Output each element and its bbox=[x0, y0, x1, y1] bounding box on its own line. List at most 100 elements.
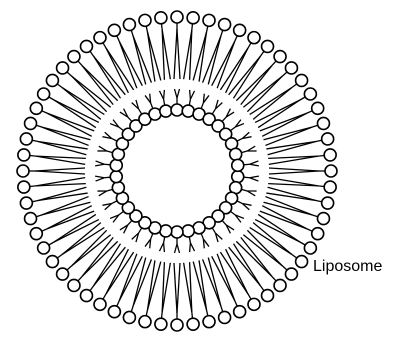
phospholipid-head bbox=[312, 228, 324, 240]
lipid-tail bbox=[269, 171, 319, 174]
outer-phospholipid bbox=[212, 254, 246, 318]
lipid-tail bbox=[264, 127, 312, 140]
phospholipid-head bbox=[219, 19, 231, 31]
lipid-tail bbox=[35, 171, 85, 174]
inner-phospholipid bbox=[159, 90, 171, 117]
phospholipid-head bbox=[248, 32, 260, 44]
lipid-tail bbox=[234, 56, 261, 98]
phospholipid-head bbox=[285, 62, 297, 74]
phospholipid-head bbox=[94, 298, 106, 310]
lipid-tail bbox=[243, 235, 282, 266]
lipid-tail bbox=[190, 243, 191, 252]
inner-phospholipid bbox=[95, 159, 122, 171]
lipid-tail bbox=[250, 164, 259, 166]
phospholipid-head bbox=[325, 165, 337, 177]
outer-phospholipid bbox=[46, 223, 104, 268]
lipid-tail bbox=[54, 220, 99, 242]
phospholipid-head bbox=[171, 104, 183, 116]
phospholipid-head bbox=[20, 197, 32, 209]
phospholipid-head bbox=[317, 213, 329, 225]
lipid-tail bbox=[229, 56, 261, 95]
lipid-tail bbox=[236, 65, 272, 100]
outer-phospholipid bbox=[260, 102, 324, 136]
phospholipid-head bbox=[234, 24, 246, 36]
phospholipid-head bbox=[262, 290, 274, 302]
phospholipid-head bbox=[248, 298, 260, 310]
lipid-tail bbox=[247, 230, 282, 266]
phospholipid-head bbox=[171, 226, 183, 238]
phospholipid-head bbox=[171, 319, 183, 331]
lipid-tail bbox=[82, 237, 113, 276]
lipid-tail bbox=[255, 220, 300, 242]
outer-phospholipid bbox=[229, 244, 274, 302]
lipid-tail bbox=[226, 48, 248, 93]
lipid-tail bbox=[250, 228, 292, 255]
lipid-tail bbox=[241, 237, 272, 276]
lipid-tail bbox=[190, 243, 194, 251]
lipid-tail bbox=[247, 146, 255, 151]
phospholipid-head bbox=[110, 171, 122, 183]
liposome-label: Liposome bbox=[313, 258, 382, 275]
lipid-tail bbox=[62, 223, 101, 255]
inner-phospholipid bbox=[95, 171, 122, 183]
phospholipid-head bbox=[18, 149, 30, 161]
phospholipid-head bbox=[324, 149, 336, 161]
lipid-tail bbox=[250, 88, 292, 115]
lipid-tail bbox=[133, 258, 146, 306]
phospholipid-head bbox=[18, 181, 30, 193]
phospholipid-head bbox=[68, 279, 80, 291]
phospholipid-head bbox=[230, 148, 242, 160]
lipid-tail bbox=[82, 65, 118, 100]
lipid-tail bbox=[82, 241, 118, 276]
lipid-tail bbox=[71, 76, 106, 112]
phospholipid-head bbox=[232, 159, 244, 171]
outer-phospholipid bbox=[30, 102, 94, 136]
phospholipid-head bbox=[38, 242, 50, 254]
phospholipid-head bbox=[203, 316, 215, 328]
lipid-tail bbox=[82, 65, 113, 104]
lipid-tail bbox=[247, 191, 255, 196]
lipid-tail bbox=[250, 161, 259, 164]
lipid-tail bbox=[71, 230, 106, 266]
lipid-tail bbox=[96, 161, 105, 164]
phospholipid-head bbox=[219, 311, 231, 323]
lipid-tail bbox=[47, 113, 91, 136]
phospholipid-head bbox=[296, 256, 308, 268]
phospholipid-head bbox=[94, 32, 106, 44]
outer-phospholipid bbox=[269, 165, 337, 177]
lipid-tail bbox=[119, 256, 142, 300]
lipid-tail bbox=[250, 178, 259, 181]
outer-phospholipid bbox=[17, 165, 85, 177]
lipid-tail bbox=[226, 249, 248, 294]
inner-phospholipid bbox=[232, 171, 259, 183]
phospholipid-head bbox=[182, 225, 194, 237]
lipid-tail bbox=[47, 206, 91, 229]
phospholipid-head bbox=[20, 133, 32, 145]
lipid-tail bbox=[106, 48, 128, 93]
inner-phospholipid bbox=[230, 146, 257, 160]
lipid-tail bbox=[177, 244, 180, 253]
lipid-tail bbox=[241, 65, 272, 104]
phospholipid-head bbox=[187, 318, 199, 330]
phospholipid-head bbox=[25, 117, 37, 129]
phospholipid-head bbox=[38, 88, 50, 100]
lipid-tail bbox=[177, 89, 180, 98]
phospholipid-head bbox=[17, 165, 29, 177]
outer-phospholipid bbox=[171, 263, 183, 331]
phospholipid-head bbox=[25, 213, 37, 225]
phospholipid-head bbox=[312, 102, 324, 114]
phospholipid-head bbox=[232, 171, 244, 183]
lipid-tail bbox=[175, 244, 178, 253]
lipid-tail bbox=[164, 243, 165, 252]
lipid-tail bbox=[62, 88, 104, 115]
phospholipid-head bbox=[304, 88, 316, 100]
phospholipid-head bbox=[123, 311, 135, 323]
lipid-tail bbox=[253, 223, 292, 255]
lipid-tail bbox=[159, 91, 163, 99]
lipid-tail bbox=[94, 56, 121, 98]
phospholipid-head bbox=[324, 181, 336, 193]
lipid-tail bbox=[203, 239, 204, 248]
lipid-tail bbox=[96, 178, 105, 181]
lipid-tail bbox=[133, 36, 146, 84]
lipid-tail bbox=[94, 56, 126, 95]
